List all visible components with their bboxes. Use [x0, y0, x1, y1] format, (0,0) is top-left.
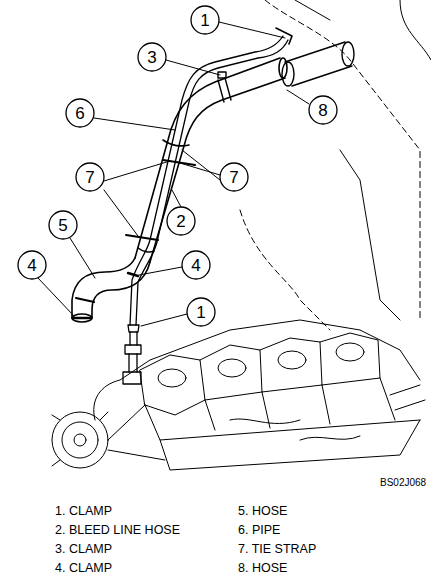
parts-list-entry: 3. CLAMP	[55, 543, 112, 556]
hose-5	[72, 258, 150, 322]
callout-number: 3	[147, 49, 156, 66]
parts-list-entry: 8. HOSE	[238, 562, 287, 575]
figure-code: BS02J068	[380, 478, 426, 488]
parts-list-entry: 6. PIPE	[238, 524, 280, 537]
tie-strap	[126, 160, 195, 240]
callout-number: 6	[75, 105, 84, 122]
bleed-line-hose	[123, 28, 292, 384]
parts-list-entry: 1. CLAMP	[55, 505, 112, 518]
callout-number: 1	[200, 12, 209, 29]
engine	[52, 320, 425, 470]
parts-list-entry: 5. HOSE	[238, 505, 287, 518]
parts-list-entry: 4. CLAMP	[55, 562, 112, 575]
parts-list-entry: 7. TIE STRAP	[238, 543, 316, 556]
callout-number: 7	[229, 169, 238, 186]
hose-8	[282, 42, 354, 86]
pipe-6	[135, 58, 287, 262]
frame-outline	[240, 0, 431, 330]
callout-number: 8	[318, 102, 327, 119]
callout-number: 1	[196, 304, 205, 321]
callout-number: 5	[58, 217, 67, 234]
clamp-3	[218, 72, 231, 102]
callout-circle	[18, 6, 337, 326]
parts-list-entry: 2. BLEED LINE HOSE	[55, 524, 180, 537]
leader-line	[38, 22, 309, 326]
callout-number: 4	[191, 257, 200, 274]
callout-number: 7	[85, 169, 94, 186]
clamp-4	[74, 273, 138, 318]
callout-number: 2	[176, 213, 185, 230]
callout-number: 4	[27, 257, 36, 274]
